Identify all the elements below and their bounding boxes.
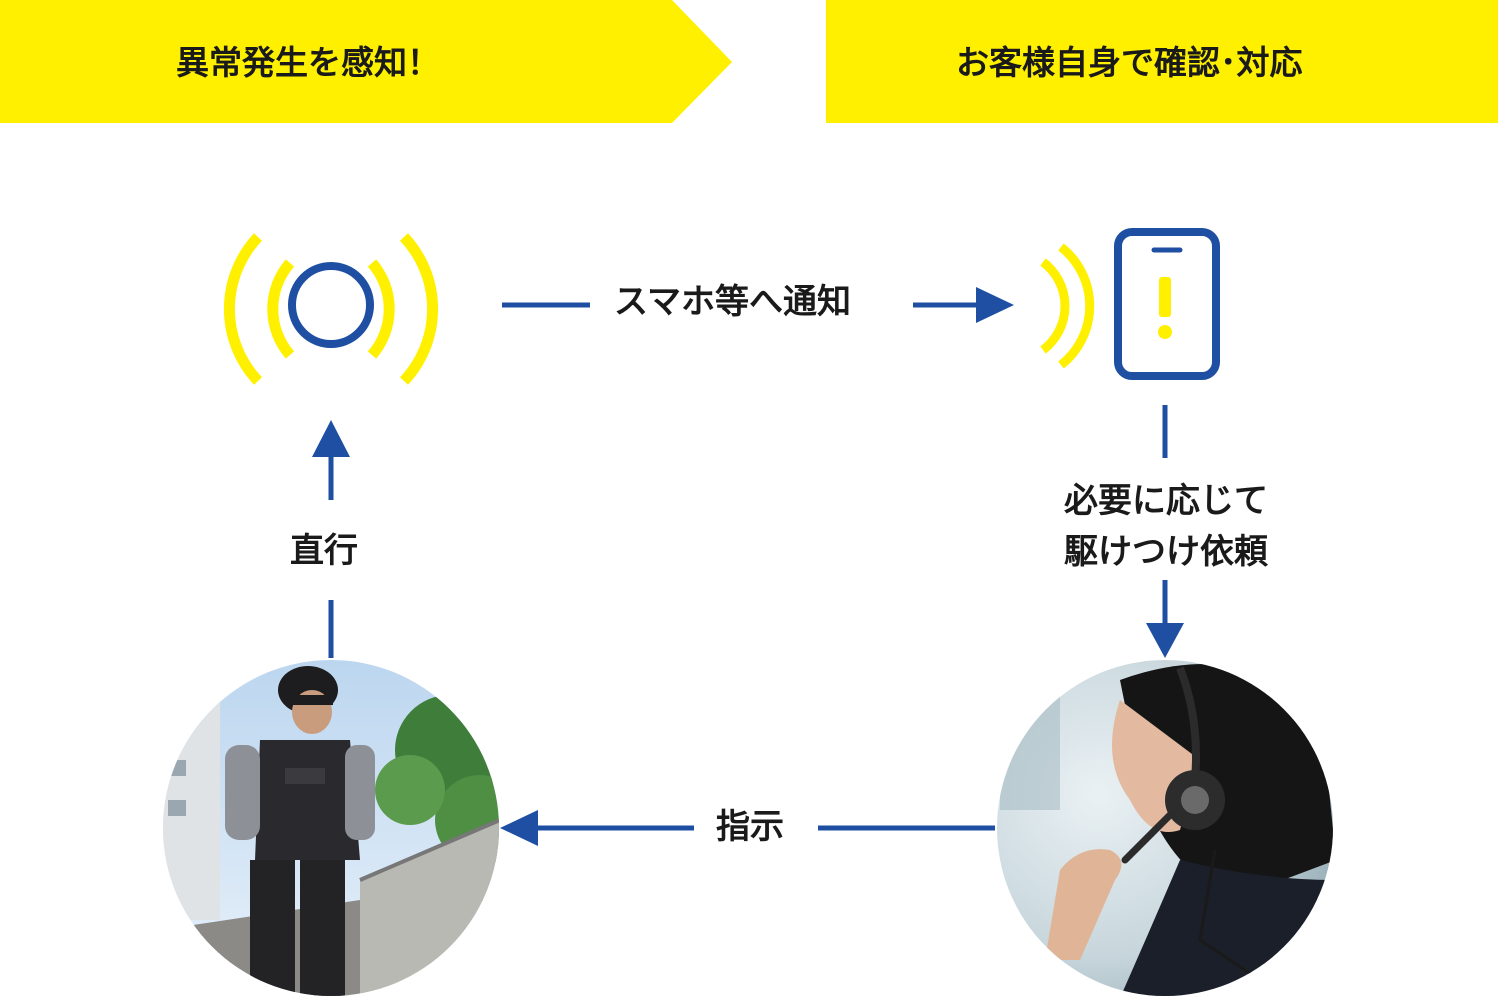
banner-respond [826,0,1498,123]
notify-label: スマホ等へ通知 [614,282,851,322]
smartphone-alert-icon [1040,228,1220,380]
operator-photo [997,660,1333,996]
request-label: 必要に応じて 駆けつけ依頼 [1064,476,1268,578]
arrow-request [1146,405,1184,658]
request-label-line1: 必要に応じて [1064,481,1268,521]
banner-respond-label: お客様自身で確認･対応 [956,43,1303,82]
banner-detect-label: 異常発生を感知！ [176,43,440,82]
guard-photo [163,660,499,996]
instruct-label: 指示 [716,807,784,847]
request-label-line2: 駆けつけ依頼 [1064,532,1268,572]
banner-arrow-detect [0,0,732,123]
arrow-instruct [500,810,995,846]
arrow-direct [312,420,350,658]
arrow-notify [502,287,1014,323]
direct-label: 直行 [290,531,358,571]
sensor-icon [224,233,438,385]
